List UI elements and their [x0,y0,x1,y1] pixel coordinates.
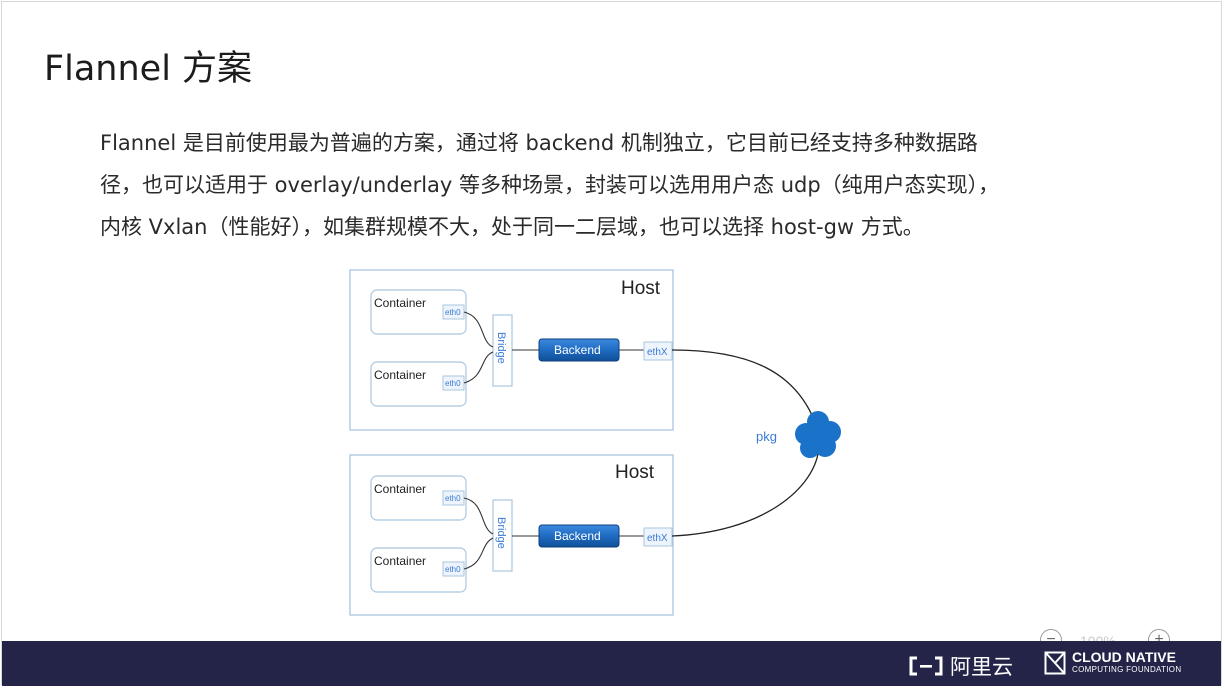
network-link-top [671,349,816,423]
slide-title: Flannel 方案 [44,49,253,89]
cncf-logo: CLOUD NATIVE COMPUTING FOUNDATION [1044,650,1181,675]
pkg-label: pkg [756,429,777,444]
bridge-label: Bridge [495,332,507,364]
container-box [370,547,467,593]
bridge-label: Bridge [495,517,507,549]
body-line-3: 内核 Vxlan（性能好），如集群规模不大，处于同一二层域，也可以选择 host… [100,215,924,239]
ethx-label: ethX [647,347,668,358]
veth-link [463,497,494,535]
host-2: Host Container eth0 Container eth0 Bridg… [349,454,674,616]
body-line-2: 径，也可以适用于 overlay/underlay 等多种场景，封装可以选用用户… [100,173,1000,197]
host-1: Host Container eth0 Container eth0 Bridg… [349,269,674,431]
cncf-logo-icon [1044,651,1066,674]
eth0-label: eth0 [445,308,461,317]
container-label: Container [374,296,426,310]
host-label: Host [615,462,655,483]
eth0-label: eth0 [445,565,461,574]
container-label: Container [374,482,426,496]
backend-label: Backend [554,529,601,543]
aliyun-logo: 阿里云 [908,651,1013,681]
container-label: Container [374,368,426,382]
cncf-line-1: CLOUD NATIVE [1072,649,1176,665]
veth-link [463,537,494,570]
cncf-line-2: COMPUTING FOUNDATION [1072,665,1182,674]
host-label: Host [621,278,661,299]
aliyun-logo-icon [909,656,943,676]
veth-link [463,311,494,348]
footer-bar: 阿里云 CLOUD NATIVE COMPUTING FOUNDATION [2,641,1221,686]
ethx-port [643,527,673,547]
cloud-icon [795,411,841,458]
ethx-label: ethX [647,533,668,544]
ethx-port [643,341,673,361]
eth0-label: eth0 [445,494,461,503]
eth0-label: eth0 [445,379,461,388]
backend-label: Backend [554,343,601,357]
slide-body: Flannel 是目前使用最为普遍的方案，通过将 backend 机制独立，它目… [100,122,1100,248]
container-label: Container [374,554,426,568]
flannel-diagram: Host Container eth0 Container eth0 Bridg… [349,269,841,616]
network-link-bottom [671,453,819,537]
veth-link [463,351,494,384]
container-box [370,361,467,407]
body-line-1: Flannel 是目前使用最为普遍的方案，通过将 backend 机制独立，它目… [100,131,978,155]
aliyun-label: 阿里云 [950,655,1013,679]
